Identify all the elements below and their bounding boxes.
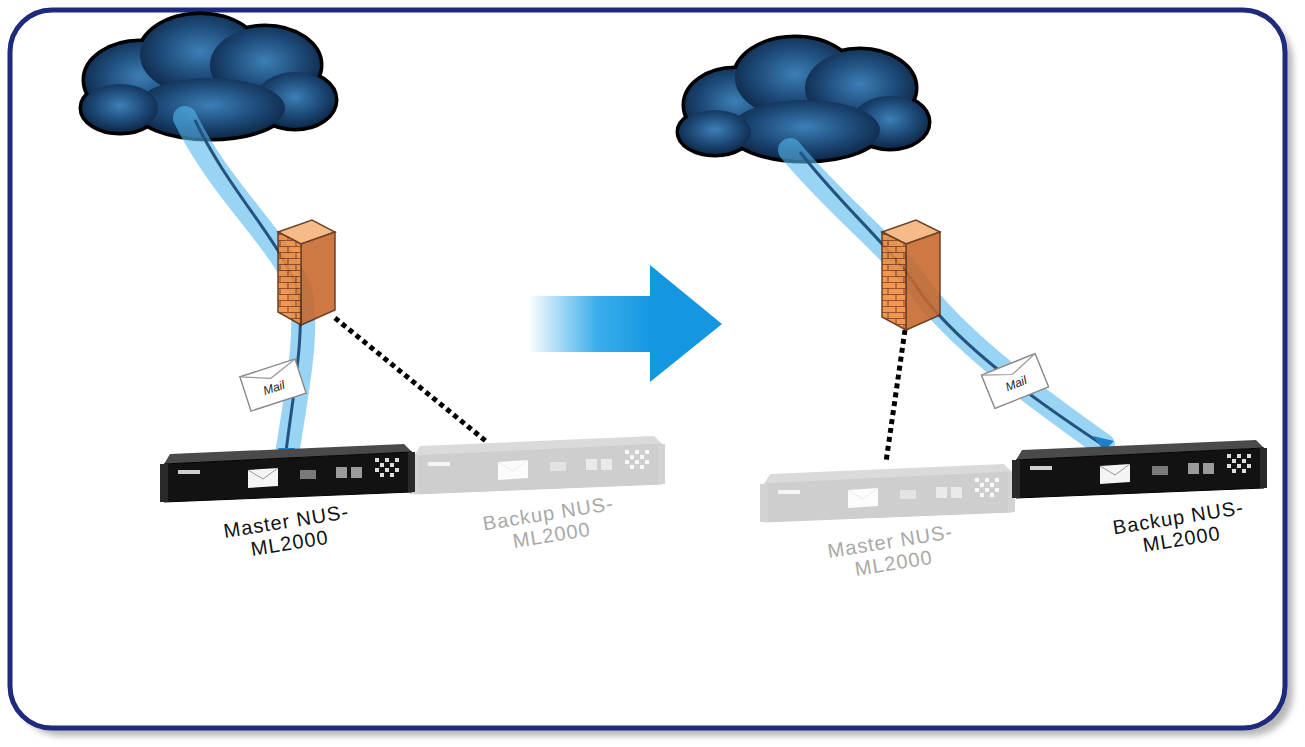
mail-envelope: Mail	[239, 358, 308, 413]
traffic-stream	[185, 118, 303, 466]
active-appliance: Backup NUS-ML2000	[1012, 436, 1267, 551]
standby-appliance: Master NUS-ML2000	[760, 460, 1015, 575]
standby-link	[886, 330, 905, 462]
failover-arrow	[528, 265, 722, 382]
mail-envelope: Mail	[980, 352, 1050, 410]
mail-appliance	[1012, 436, 1267, 500]
internet-cloud	[82, 15, 335, 138]
firewall	[882, 220, 940, 330]
mail-appliance	[410, 432, 665, 496]
traffic-stream	[790, 150, 1114, 451]
active-appliance: Master NUS-ML2000	[160, 440, 415, 555]
device-label: Backup NUS-ML2000	[1102, 495, 1257, 563]
standby-link	[335, 318, 487, 442]
frame	[10, 10, 1285, 728]
mail-appliance	[760, 460, 1015, 524]
device-label: Backup NUS-ML2000	[472, 491, 627, 559]
internet-cloud	[679, 38, 928, 160]
firewall	[278, 220, 335, 325]
standby-appliance: Backup NUS-ML2000	[410, 432, 665, 547]
mail-appliance	[160, 440, 415, 504]
device-label: Master NUS-ML2000	[210, 499, 365, 567]
device-label: Master NUS-ML2000	[814, 519, 969, 587]
